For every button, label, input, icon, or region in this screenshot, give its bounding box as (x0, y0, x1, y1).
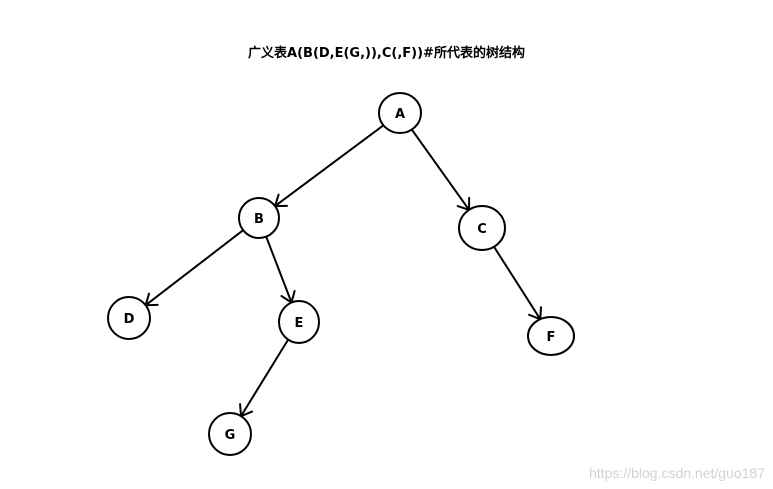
edge-e-g (239, 338, 290, 418)
node-label: B (254, 212, 264, 227)
node-circle (107, 296, 151, 340)
node-circle (458, 205, 506, 251)
tree-node-c: C (458, 205, 506, 251)
edge-line (274, 124, 385, 208)
edge-c-f (492, 245, 542, 321)
node-circle (378, 92, 422, 134)
node-circle (208, 412, 252, 456)
edge-a-b (273, 124, 385, 208)
edge-line (410, 128, 471, 211)
node-circle (278, 300, 320, 344)
node-circle (527, 316, 575, 356)
edge-line (240, 338, 290, 418)
tree-node-g: G (208, 412, 252, 456)
tree-node-b: B (238, 197, 280, 239)
watermark-text: https://blog.csdn.net/guo187 (589, 465, 765, 481)
node-label: D (124, 312, 135, 327)
tree-node-d: D (107, 296, 151, 340)
diagram-title: 广义表A(B(D,E(G,)),C(,F))#所代表的树结构 (248, 46, 525, 61)
edges-layer (144, 124, 542, 418)
edge-b-e (265, 235, 296, 305)
node-label: E (295, 316, 304, 331)
edge-line (265, 235, 293, 304)
edge-b-d (144, 229, 245, 307)
node-circle (238, 197, 280, 239)
nodes-layer: A B C D E F G (107, 92, 575, 456)
tree-node-a: A (378, 92, 422, 134)
node-label: F (547, 330, 556, 345)
tree-node-f: F (527, 316, 575, 356)
edge-line (144, 229, 245, 307)
node-label: G (225, 428, 236, 443)
edge-a-c (410, 128, 471, 212)
tree-node-e: E (278, 300, 320, 344)
node-label: C (477, 222, 487, 237)
edge-line (492, 245, 542, 321)
node-label: A (395, 107, 405, 122)
